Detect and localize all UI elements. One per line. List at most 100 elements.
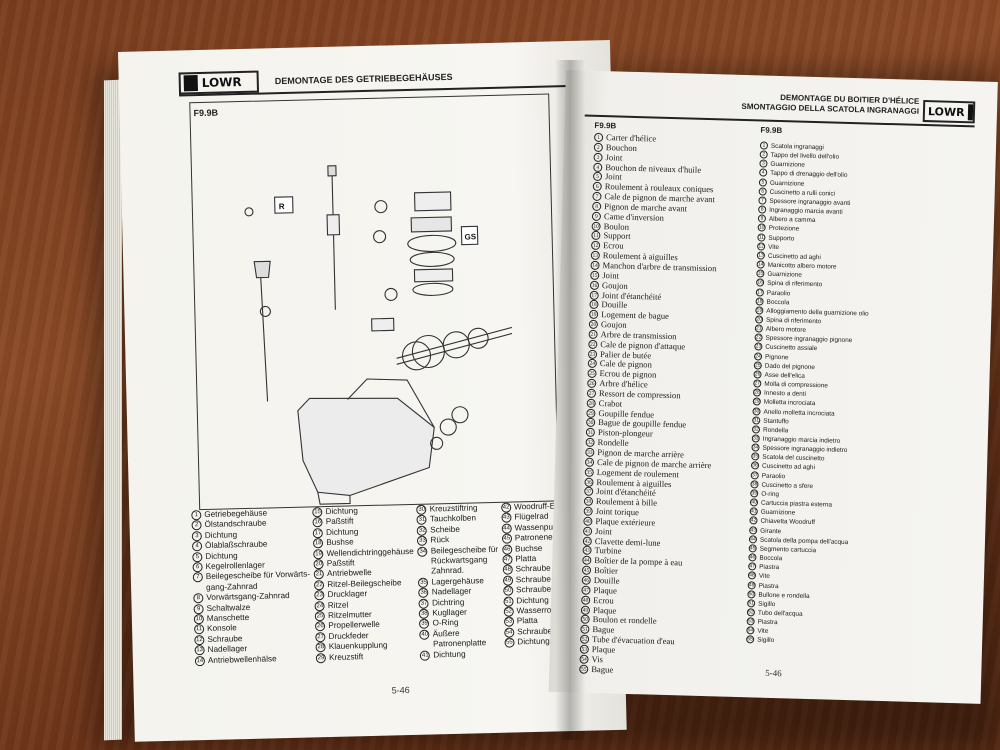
part-name: Buchse [514, 543, 543, 554]
part-number: 29 [752, 397, 761, 406]
part-name: O-Ring [432, 618, 459, 628]
part-name: Kreuzstift [328, 651, 364, 662]
part-number: 11 [194, 624, 205, 635]
part-number: 16 [756, 278, 765, 287]
part-number: 33 [751, 434, 760, 443]
part-number: 39 [750, 489, 759, 498]
part-number: 32 [585, 437, 595, 448]
part-number: 54 [746, 626, 755, 635]
part-number: 11 [591, 231, 601, 241]
part-number: 44 [748, 535, 758, 544]
part-number: 47 [502, 554, 513, 565]
part-number: 29 [586, 408, 596, 418]
part-number: 23 [587, 349, 598, 359]
part-number: 31 [416, 514, 428, 526]
part-number: 5 [758, 178, 768, 187]
part-number: 33 [585, 447, 595, 457]
part-name: Paßstift [326, 558, 355, 569]
part-number: 8 [592, 201, 602, 211]
part-number: 45 [501, 533, 512, 544]
part-number: 17 [755, 287, 764, 297]
part-number: 20 [754, 315, 764, 324]
part-number: 9 [591, 211, 602, 221]
part-number: 48 [502, 564, 513, 576]
svg-text:GS: GS [465, 232, 477, 241]
part-number: 52 [746, 608, 756, 617]
part-number: 27 [586, 388, 597, 398]
part-number: 18 [589, 300, 599, 310]
part-number: 15 [312, 507, 323, 518]
left-page-header: LOWR DEMONTAGE DES GETRIEBEGEHÄUSES [178, 62, 599, 97]
lowr-label-box: LOWR [178, 70, 260, 95]
part-number: 1 [759, 141, 769, 150]
part-number: 24 [753, 351, 763, 361]
part-number: 13 [194, 645, 205, 656]
part-number: 49 [502, 575, 513, 586]
part-number: 34 [584, 457, 595, 467]
part-number: 7 [192, 572, 203, 583]
part-number: 15 [756, 269, 765, 278]
lowr-label: LOWR [201, 74, 242, 90]
part-number: 38 [583, 496, 594, 507]
part-number: 16 [312, 517, 323, 528]
part-number: 2 [759, 150, 768, 159]
part-number: 10 [757, 223, 766, 233]
part-name: O-ring [761, 490, 780, 499]
part-number: 15 [590, 270, 600, 280]
part-number: 38 [419, 608, 430, 619]
part-number: 35 [584, 467, 594, 477]
left-page: LOWR DEMONTAGE DES GETRIEBEGEHÄUSES [118, 39, 627, 742]
part-number: 40 [419, 629, 430, 640]
part-number: 25 [753, 361, 762, 370]
part-number: 1 [594, 132, 604, 143]
part-number: 50 [503, 585, 514, 596]
part-number: 46 [501, 544, 513, 555]
part-number: 13 [590, 250, 600, 261]
part-number: 53 [503, 616, 515, 628]
part-number: 41 [749, 507, 758, 516]
part-number: 23 [754, 342, 763, 352]
part-number: 45 [748, 544, 757, 553]
part-name: Sigillo [758, 600, 776, 608]
part-name: Dichtung [433, 649, 466, 660]
part-number: 8 [758, 205, 767, 214]
part-number: 55 [746, 635, 755, 644]
part-number: 41 [420, 650, 431, 661]
outboard-motor-icon [967, 104, 974, 121]
part-number: 13 [756, 251, 766, 260]
lowr-label-right: LOWR [927, 104, 965, 119]
exploded-diagram-drawing: R GS [244, 165, 513, 505]
part-number: 35 [418, 577, 429, 588]
part-number: 9 [757, 214, 767, 223]
part-number: 14 [590, 260, 600, 270]
part-number: 31 [752, 416, 761, 425]
part-name: Sigillo [757, 636, 775, 645]
part-number: 1 [191, 510, 202, 521]
part-number: 19 [755, 306, 764, 315]
part-number: 19 [589, 309, 599, 320]
part-number: 44 [501, 523, 512, 534]
part-number: 12 [590, 241, 601, 251]
part-number: 2 [191, 520, 202, 531]
part-number: 54 [504, 627, 515, 638]
part-number: 4 [191, 541, 203, 552]
part-number: 21 [588, 329, 598, 339]
part-number: 27 [753, 379, 762, 388]
part-name: Platta [515, 553, 537, 564]
part-number: 7 [592, 191, 602, 202]
part-number: 36 [584, 477, 594, 487]
part-number: 28 [586, 398, 596, 408]
part-number: 32 [417, 525, 428, 536]
part-number: 43 [749, 525, 758, 535]
part-name: Antriebwellenhälse [207, 653, 277, 665]
part-number: 52 [503, 606, 514, 617]
part-number: 6 [592, 182, 602, 192]
part-number: 21 [313, 569, 325, 580]
part-number: 26 [587, 378, 597, 389]
part-name: Paßstift [325, 516, 354, 527]
